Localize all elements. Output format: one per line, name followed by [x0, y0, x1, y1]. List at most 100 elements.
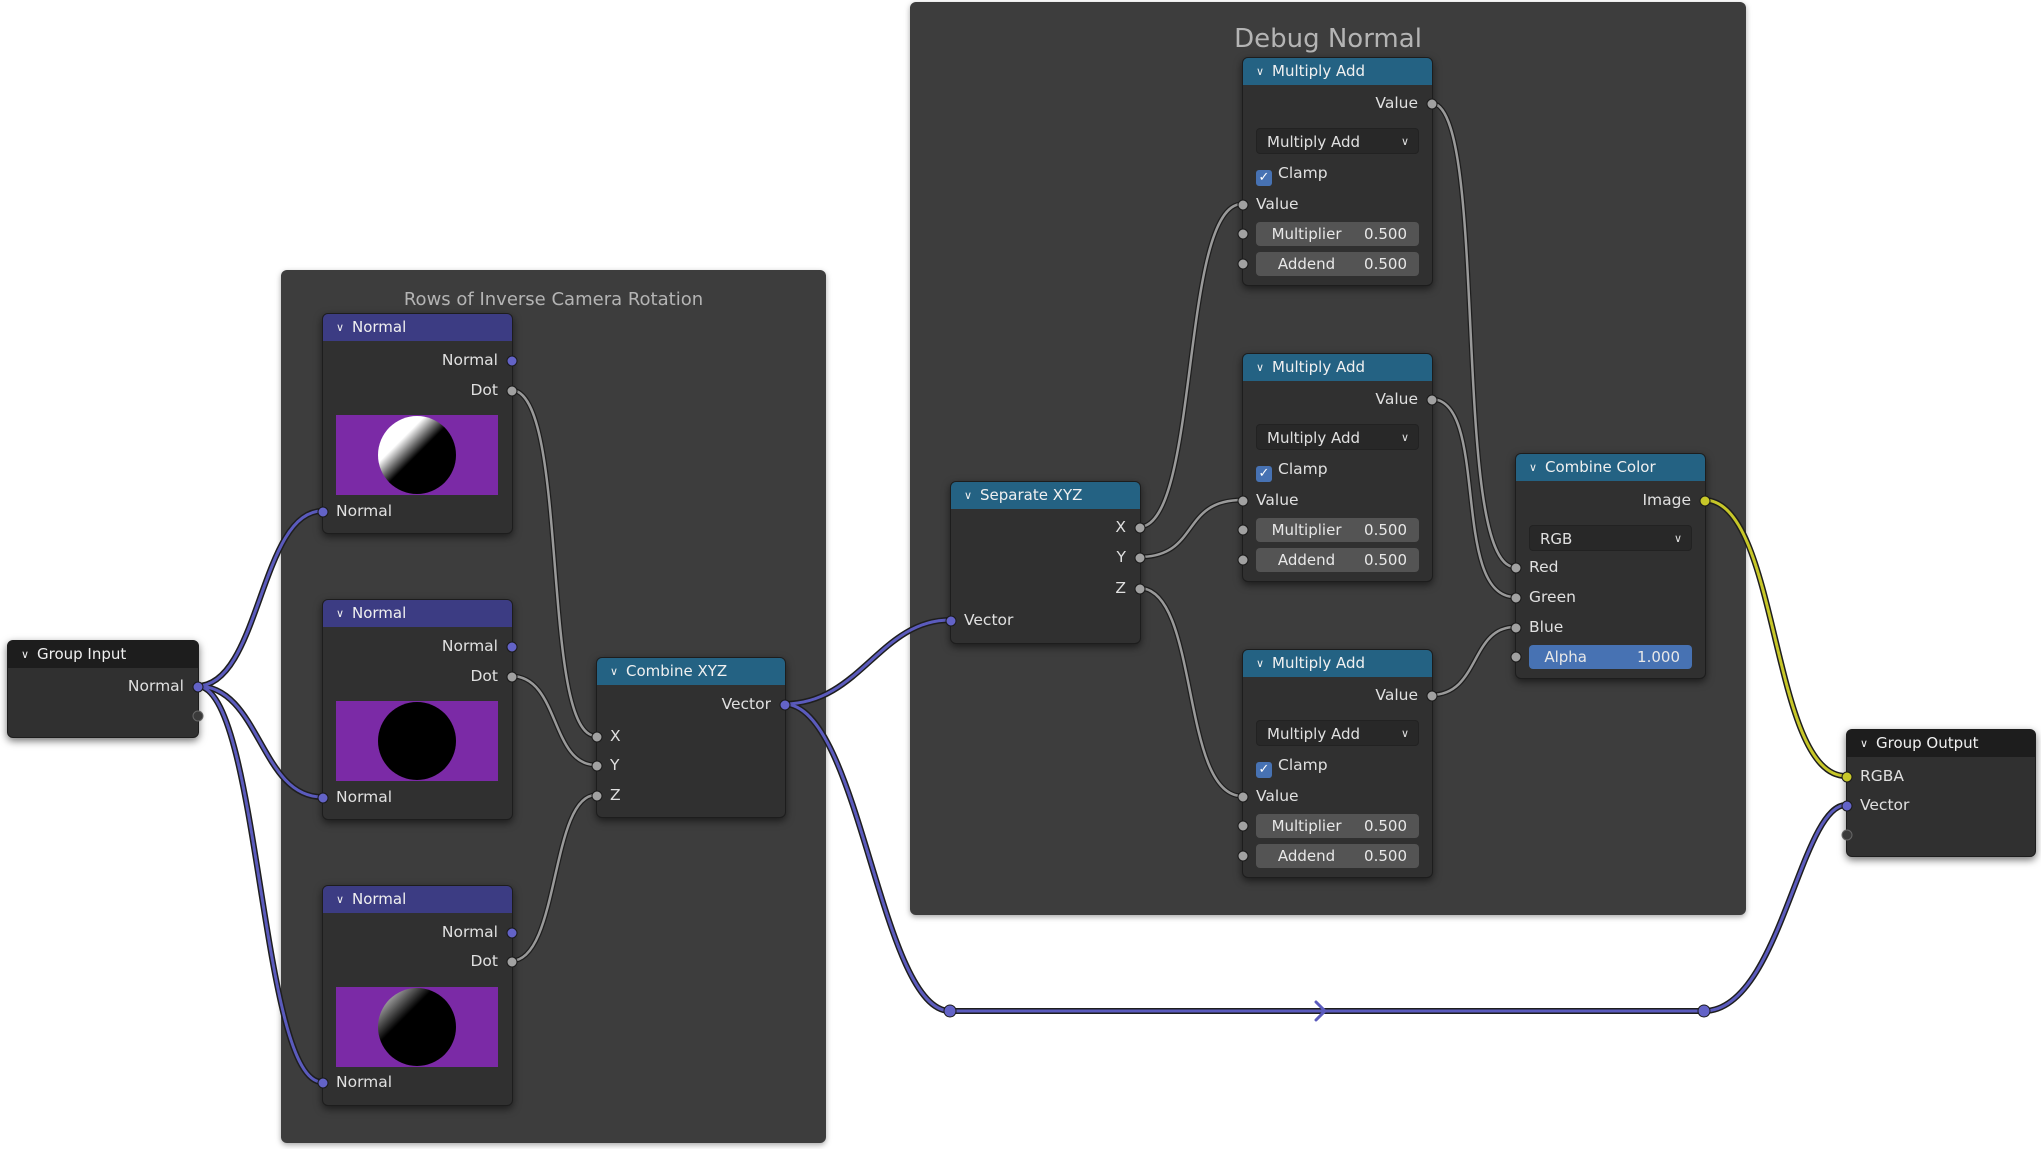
- node-group-input[interactable]: ∨Group Input Normal: [7, 640, 204, 738]
- node-normal-2[interactable]: ∨Normal Normal Dot Normal: [317, 599, 518, 820]
- output-z-label: Z: [1115, 579, 1126, 597]
- input-red-label: Red: [1529, 558, 1559, 576]
- node-multiply-add-1[interactable]: ∨Multiply Add Value Multiply Add∨ ✓Clamp…: [1237, 57, 1438, 286]
- input-normal-label: Normal: [336, 502, 393, 520]
- socket-addend-in[interactable]: [1237, 554, 1249, 566]
- socket-multiplier-in[interactable]: [1237, 820, 1249, 832]
- checkmark-icon: ✓: [1256, 466, 1272, 482]
- socket-green-in[interactable]: [1510, 592, 1522, 604]
- socket-dot-out[interactable]: [506, 956, 518, 968]
- dropdown-arrow-icon: ∨: [1400, 727, 1409, 740]
- output-normal-label: Normal: [127, 677, 184, 695]
- socket-empty-in[interactable]: [1841, 829, 1853, 841]
- output-value-label: Value: [1375, 390, 1418, 408]
- socket-addend-in[interactable]: [1237, 258, 1249, 270]
- chevron-down-icon[interactable]: ∨: [1256, 361, 1265, 374]
- socket-normal-out[interactable]: [506, 641, 518, 653]
- socket-value-out[interactable]: [1426, 690, 1438, 702]
- node-normal-3[interactable]: ∨Normal Normal Dot Normal: [317, 885, 518, 1106]
- chevron-down-icon[interactable]: ∨: [336, 321, 345, 334]
- socket-image-out[interactable]: [1699, 495, 1711, 507]
- chevron-down-icon[interactable]: ∨: [1529, 461, 1538, 474]
- operation-dropdown[interactable]: Multiply Add∨: [1256, 424, 1419, 450]
- dropdown-arrow-icon: ∨: [1400, 135, 1409, 148]
- output-vector-label: Vector: [721, 695, 771, 713]
- socket-dot-out[interactable]: [506, 671, 518, 683]
- socket-value-in[interactable]: [1237, 199, 1249, 211]
- normal-preview[interactable]: [336, 987, 498, 1067]
- operation-dropdown[interactable]: Multiply Add∨: [1256, 720, 1419, 746]
- output-value-label: Value: [1375, 94, 1418, 112]
- socket-normal-in[interactable]: [317, 506, 329, 518]
- node-multiply-add-3[interactable]: ∨Multiply Add Value Multiply Add∨ ✓Clamp…: [1237, 649, 1438, 878]
- operation-dropdown[interactable]: Multiply Add∨: [1256, 128, 1419, 154]
- output-dot-label: Dot: [470, 952, 499, 970]
- socket-normal-in[interactable]: [317, 1077, 329, 1089]
- socket-z-out[interactable]: [1134, 583, 1146, 595]
- socket-x-in[interactable]: [591, 731, 603, 743]
- node-combine-color[interactable]: ∨Combine Color Image RGB∨ Red Green Blue…: [1510, 453, 1711, 679]
- socket-value-in[interactable]: [1237, 495, 1249, 507]
- socket-red-in[interactable]: [1510, 562, 1522, 574]
- node-multiply-add-2[interactable]: ∨Multiply Add Value Multiply Add∨ ✓Clamp…: [1237, 353, 1438, 582]
- socket-addend-in[interactable]: [1237, 850, 1249, 862]
- reroute-arrow-icon: [1314, 1000, 1328, 1022]
- frame-title: Debug Normal: [1234, 24, 1422, 54]
- socket-vector-in[interactable]: [945, 615, 957, 627]
- socket-value-out[interactable]: [1426, 98, 1438, 110]
- socket-dot-out[interactable]: [506, 385, 518, 397]
- socket-y-out[interactable]: [1134, 552, 1146, 564]
- chevron-down-icon[interactable]: ∨: [336, 607, 345, 620]
- socket-multiplier-in[interactable]: [1237, 524, 1249, 536]
- node-group-output[interactable]: ∨Group Output RGBA Vector: [1841, 729, 2036, 857]
- socket-multiplier-in[interactable]: [1237, 228, 1249, 240]
- input-vector-label: Vector: [964, 611, 1014, 629]
- clamp-checkbox[interactable]: ✓Clamp: [1256, 756, 1328, 778]
- chevron-down-icon[interactable]: ∨: [1256, 65, 1265, 78]
- socket-rgba-in[interactable]: [1841, 771, 1853, 783]
- socket-x-out[interactable]: [1134, 522, 1146, 534]
- normal-preview[interactable]: [336, 701, 498, 781]
- socket-vector-out[interactable]: [779, 699, 791, 711]
- chevron-down-icon[interactable]: ∨: [1256, 657, 1265, 670]
- chevron-down-icon[interactable]: ∨: [21, 648, 30, 661]
- output-dot-label: Dot: [470, 381, 499, 399]
- sphere-preview-icon: [378, 702, 456, 780]
- socket-y-in[interactable]: [591, 760, 603, 772]
- chevron-down-icon[interactable]: ∨: [1860, 737, 1869, 750]
- socket-value-out[interactable]: [1426, 394, 1438, 406]
- socket-empty-out[interactable]: [192, 710, 204, 722]
- clamp-checkbox[interactable]: ✓Clamp: [1256, 460, 1328, 482]
- mode-dropdown[interactable]: RGB∨: [1529, 525, 1692, 551]
- chevron-down-icon[interactable]: ∨: [964, 489, 973, 502]
- output-image-label: Image: [1642, 491, 1691, 509]
- socket-normal-out[interactable]: [506, 355, 518, 367]
- input-value-label: Value: [1256, 787, 1299, 805]
- clamp-checkbox[interactable]: ✓Clamp: [1256, 164, 1328, 186]
- socket-z-in[interactable]: [591, 790, 603, 802]
- socket-blue-in[interactable]: [1510, 622, 1522, 634]
- socket-normal-in[interactable]: [317, 792, 329, 804]
- output-y-label: Y: [1116, 548, 1126, 566]
- normal-preview[interactable]: [336, 415, 498, 495]
- chevron-down-icon[interactable]: ∨: [336, 893, 345, 906]
- socket-alpha-in[interactable]: [1510, 651, 1522, 663]
- sphere-preview-icon: [378, 416, 456, 494]
- input-normal-label: Normal: [336, 1073, 393, 1091]
- chevron-down-icon[interactable]: ∨: [610, 665, 619, 678]
- socket-vector-in[interactable]: [1841, 800, 1853, 812]
- node-normal-1[interactable]: ∨Normal Normal Dot Normal: [317, 313, 518, 534]
- socket-normal-out[interactable]: [506, 927, 518, 939]
- node-combine-xyz[interactable]: ∨Combine XYZ Vector X Y Z: [591, 657, 791, 818]
- socket-normal-out[interactable]: [192, 681, 204, 693]
- socket-value-in[interactable]: [1237, 791, 1249, 803]
- node-separate-xyz[interactable]: ∨Separate XYZ X Y Z Vector: [945, 481, 1146, 644]
